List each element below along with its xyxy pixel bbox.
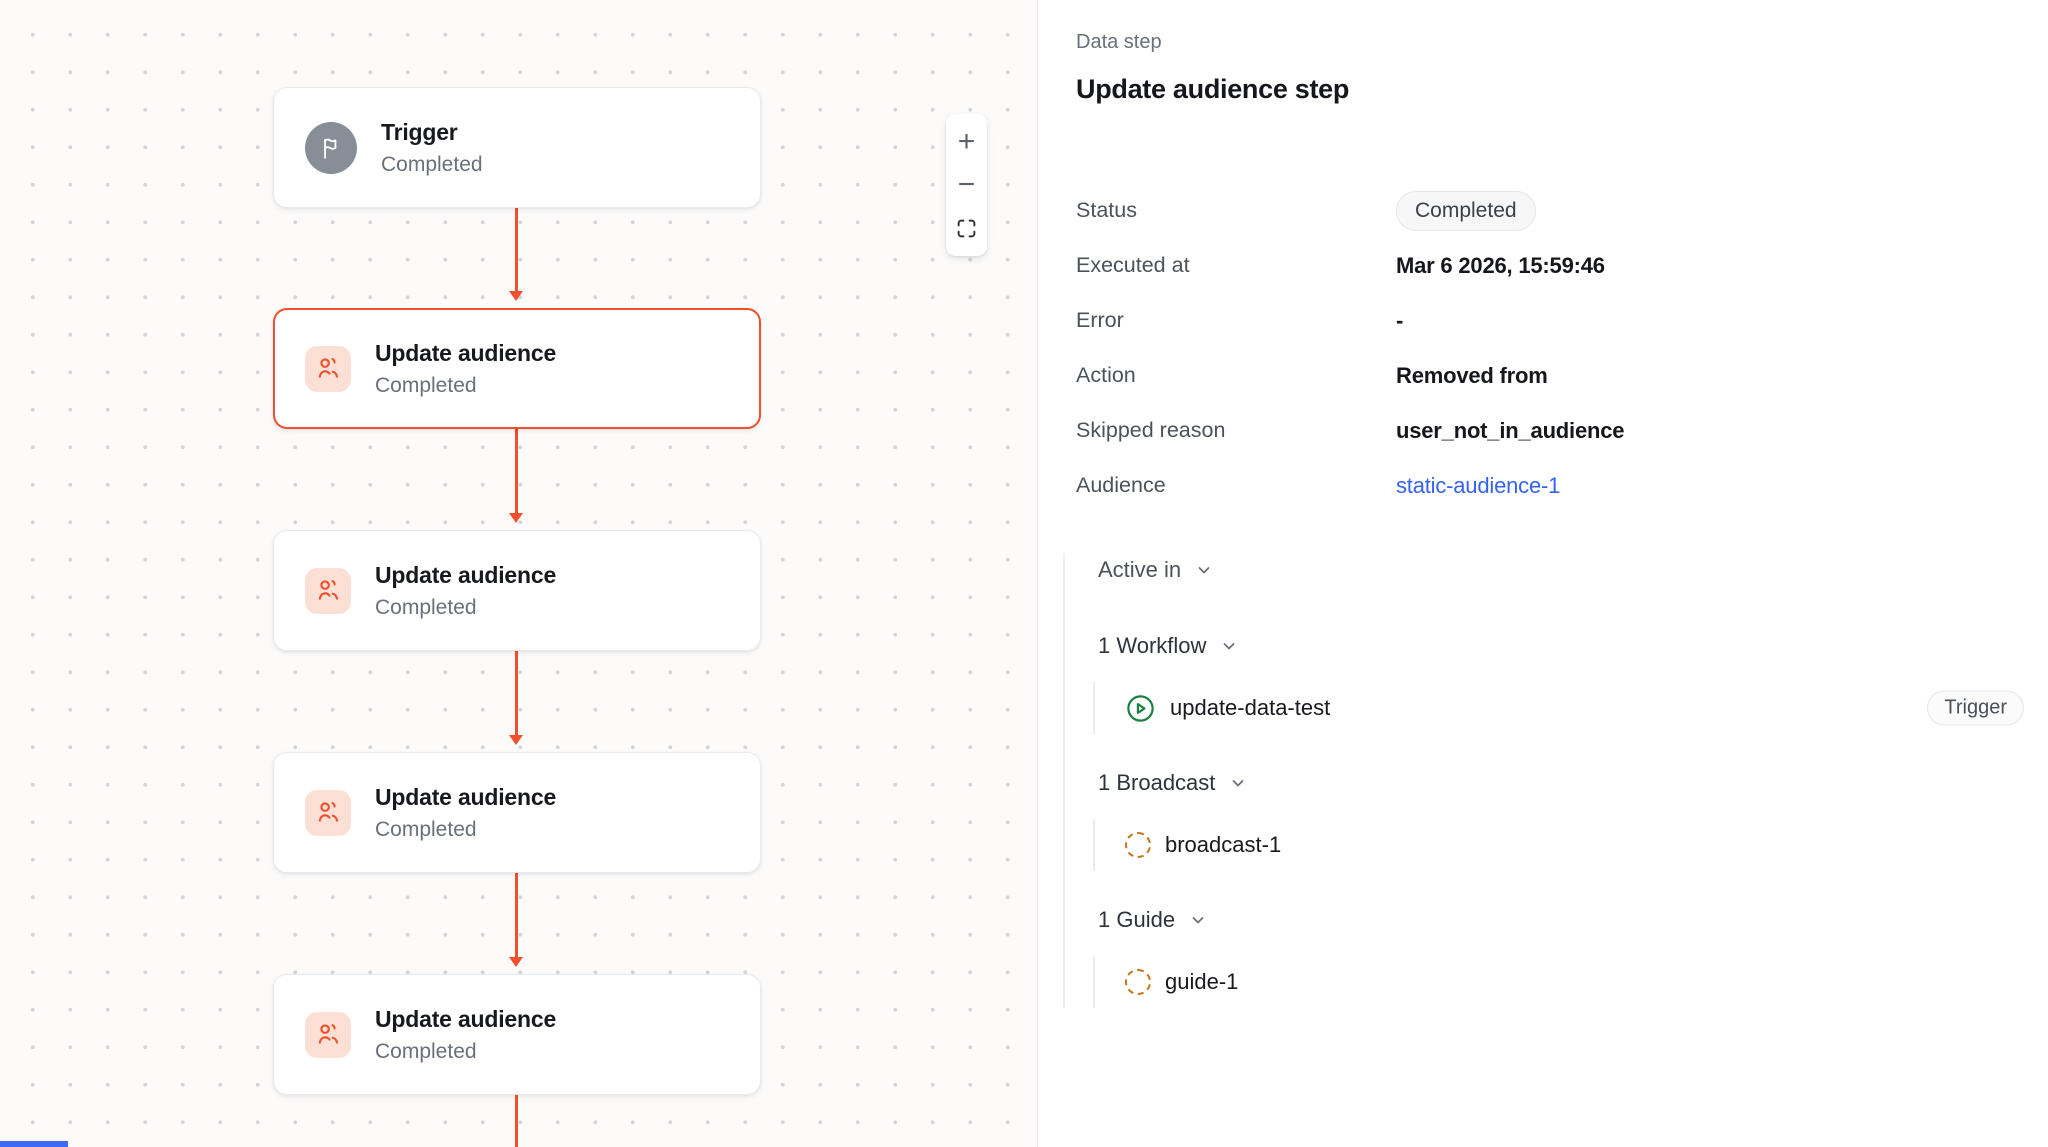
status-badge: Completed <box>1396 190 1536 231</box>
broadcast-item-list: broadcast-1 <box>1093 819 2030 871</box>
node-trigger[interactable]: Trigger Completed <box>273 87 761 208</box>
zoom-in-button[interactable]: + <box>946 122 987 162</box>
fit-view-button[interactable] <box>946 208 987 248</box>
detail-row-error: Error - <box>1076 293 2026 348</box>
detail-row-skipped-reason: Skipped reason user_not_in_audience <box>1076 403 2026 458</box>
minus-icon: − <box>957 167 976 201</box>
dashed-circle-icon <box>1125 969 1151 995</box>
zoom-out-button[interactable]: − <box>946 165 987 205</box>
chevron-down-icon <box>1230 775 1246 791</box>
node-title: Update audience <box>375 339 557 366</box>
workflow-canvas[interactable]: Trigger Completed Update audience Comple… <box>0 0 1038 1147</box>
workflow-item-list: update-data-test Trigger <box>1093 682 2030 734</box>
users-icon <box>305 789 351 836</box>
detail-row-audience: Audience static-audience-1 <box>1076 458 2026 513</box>
trigger-badge: Trigger <box>1927 690 2024 726</box>
canvas-zoom-controls: + − <box>946 114 987 256</box>
chevron-down-icon <box>1221 638 1237 654</box>
audience-link[interactable]: static-audience-1 <box>1396 472 1561 498</box>
page-title: Update audience step <box>1076 74 1350 104</box>
connector-arrow <box>509 208 523 301</box>
guide-item-list: guide-1 <box>1093 956 2030 1008</box>
list-item-guide[interactable]: guide-1 <box>1125 956 2030 1008</box>
node-status: Completed <box>375 1039 477 1063</box>
minimap-edge <box>0 1141 68 1147</box>
guide-item-name: guide-1 <box>1165 969 1239 994</box>
node-title: Update audience <box>375 561 557 588</box>
node-title: Update audience <box>375 783 557 810</box>
connector-arrow <box>509 873 523 967</box>
plus-icon: + <box>957 124 976 158</box>
guide-group-label: 1 Guide <box>1098 907 1176 932</box>
users-icon <box>305 1011 351 1058</box>
step-detail-rows: Status Completed Executed at Mar 6 2026,… <box>1076 183 2026 513</box>
detail-value: user_not_in_audience <box>1396 417 1625 443</box>
detail-label: Audience <box>1076 473 1166 497</box>
flag-icon <box>305 121 357 174</box>
node-update-audience[interactable]: Update audience Completed <box>273 752 761 873</box>
connector-arrow <box>509 429 523 523</box>
workflow-item-name: update-data-test <box>1170 695 1331 720</box>
detail-label: Status <box>1076 198 1137 222</box>
detail-label: Error <box>1076 308 1124 332</box>
node-status: Completed <box>381 152 483 176</box>
workflow-group-toggle[interactable]: 1 Workflow <box>1098 631 1237 661</box>
workflow-group-label: 1 Workflow <box>1098 633 1207 658</box>
node-status: Completed <box>375 817 477 841</box>
broadcast-group-label: 1 Broadcast <box>1098 770 1216 795</box>
fullscreen-icon <box>956 218 977 239</box>
detail-label: Skipped reason <box>1076 418 1226 442</box>
active-in-section: Active in 1 Workflow <box>1063 553 2030 1008</box>
detail-value: - <box>1396 307 1404 333</box>
node-title: Trigger <box>381 118 458 145</box>
node-update-audience-selected[interactable]: Update audience Completed <box>273 308 761 429</box>
active-in-label: Active in <box>1098 557 1182 582</box>
active-in-toggle[interactable]: Active in <box>1098 553 1212 587</box>
broadcast-group-toggle[interactable]: 1 Broadcast <box>1098 768 1246 798</box>
detail-label: Executed at <box>1076 253 1190 277</box>
list-item-broadcast[interactable]: broadcast-1 <box>1125 819 2030 871</box>
node-status: Completed <box>375 595 477 619</box>
users-icon <box>305 567 351 614</box>
detail-row-action: Action Removed from <box>1076 348 2026 403</box>
play-circle-icon <box>1125 693 1156 724</box>
connector-arrow <box>509 651 523 745</box>
broadcast-item-name: broadcast-1 <box>1165 832 1282 857</box>
detail-row-status: Status Completed <box>1076 183 2026 238</box>
chevron-down-icon <box>1196 562 1212 578</box>
users-icon <box>305 345 351 392</box>
detail-value: Mar 6 2026, 15:59:46 <box>1396 252 1605 278</box>
step-type-label: Data step <box>1076 31 1162 53</box>
detail-value: Removed from <box>1396 362 1548 388</box>
dashed-circle-icon <box>1125 832 1151 858</box>
guide-group-toggle[interactable]: 1 Guide <box>1098 905 1206 935</box>
node-update-audience[interactable]: Update audience Completed <box>273 530 761 651</box>
detail-row-executed-at: Executed at Mar 6 2026, 15:59:46 <box>1076 238 2026 293</box>
node-title: Update audience <box>375 1005 557 1032</box>
chevron-down-icon <box>1190 912 1206 928</box>
detail-label: Action <box>1076 363 1136 387</box>
list-item-workflow[interactable]: update-data-test Trigger <box>1125 682 2030 734</box>
node-status: Completed <box>375 373 477 397</box>
node-update-audience[interactable]: Update audience Completed <box>273 974 761 1095</box>
connector-arrow <box>514 1095 518 1147</box>
step-details-panel: Data step Update audience step Status Co… <box>1039 0 2048 1147</box>
